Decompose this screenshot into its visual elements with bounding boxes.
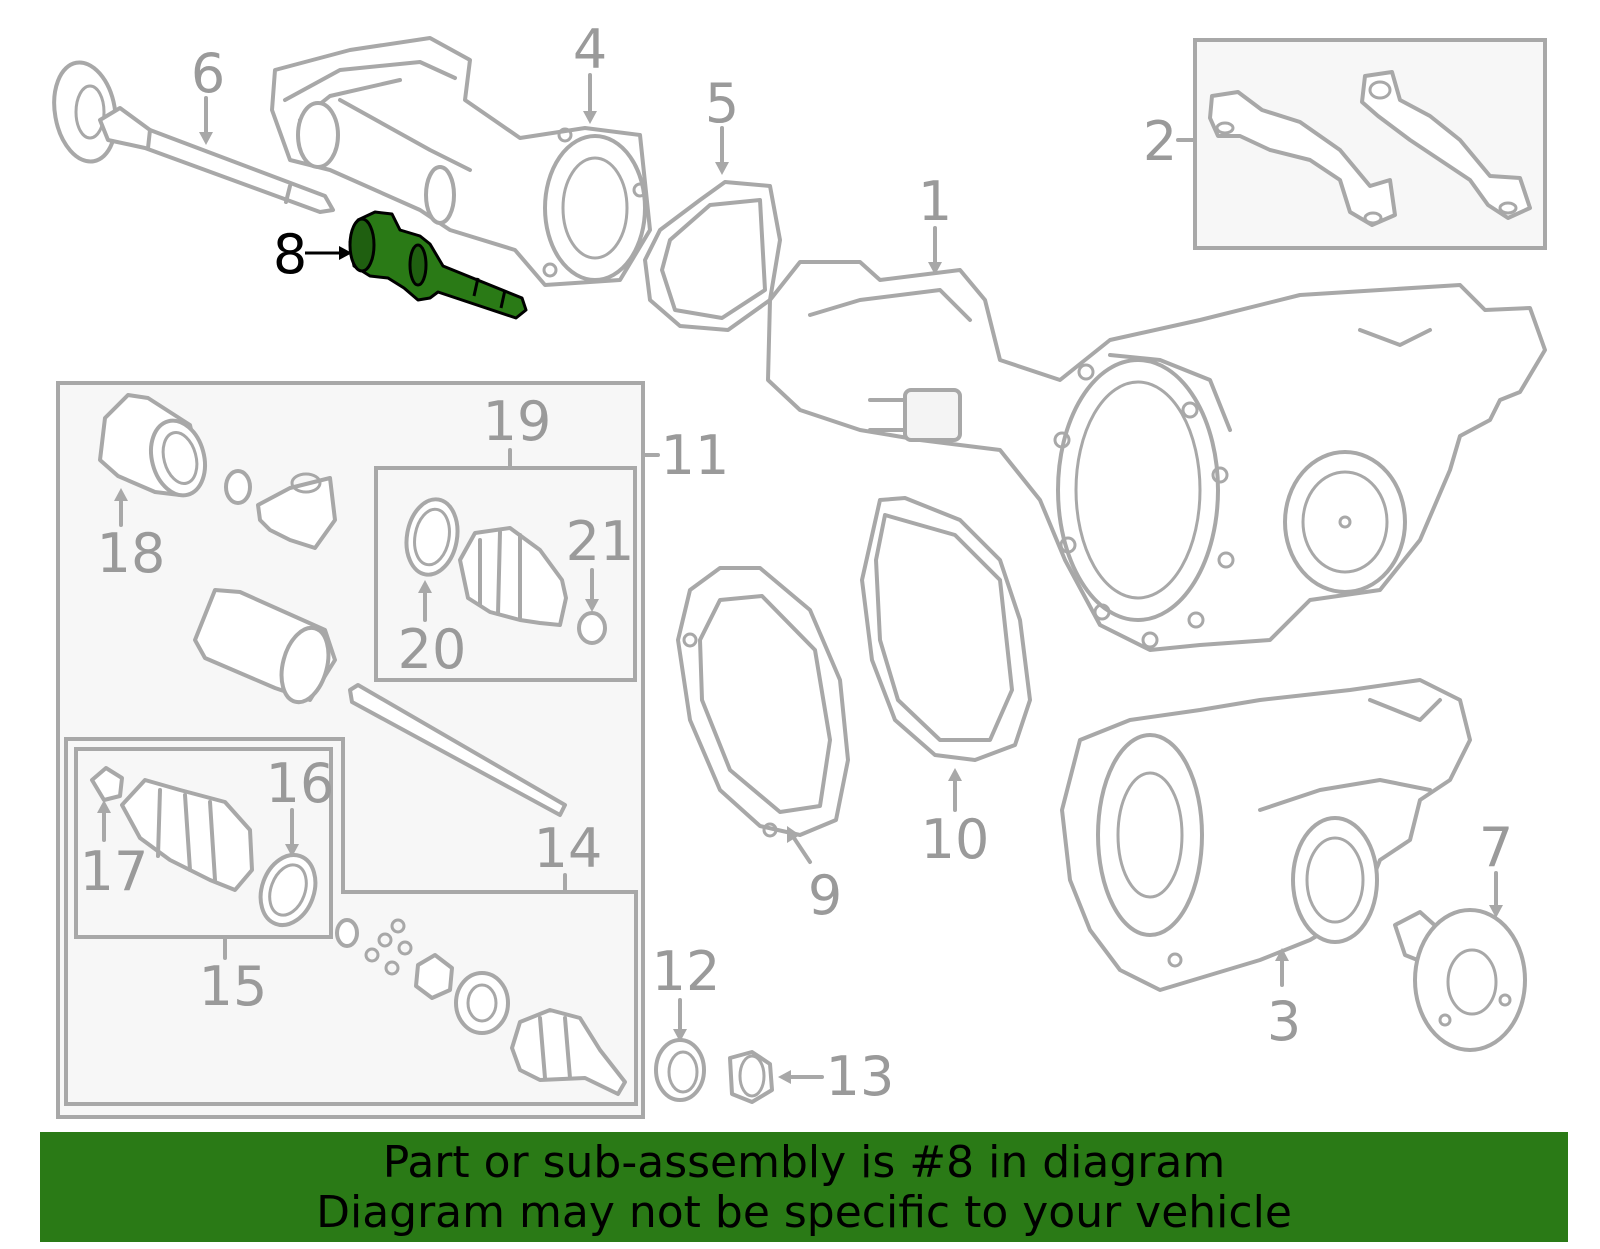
part-19-boot[interactable] <box>401 495 607 645</box>
part-5-gasket[interactable] <box>643 180 782 332</box>
part-1-differential-assembly[interactable] <box>766 260 1547 652</box>
part-ring-and-spider[interactable] <box>224 469 337 550</box>
callout-7: 7 <box>1479 816 1513 879</box>
part-2-brackets[interactable] <box>1208 70 1532 227</box>
part-3-housing[interactable] <box>1060 678 1472 992</box>
part-9-cover[interactable] <box>676 566 850 838</box>
callout-6: 6 <box>191 42 225 105</box>
callout-18: 18 <box>97 522 166 585</box>
banner-line-1: Part or sub-assembly is #8 in diagram <box>382 1137 1226 1188</box>
callout-10: 10 <box>921 808 990 871</box>
part-12-seal[interactable] <box>654 1038 706 1102</box>
info-banner: Part or sub-assembly is #8 in diagram Di… <box>40 1132 1568 1242</box>
callout-20: 20 <box>398 618 467 681</box>
part-7-flange[interactable] <box>1393 908 1527 1052</box>
part-14-cv-joint[interactable] <box>335 918 627 1096</box>
callout-21: 21 <box>566 510 635 573</box>
callout-11: 11 <box>661 424 730 487</box>
callout-4: 4 <box>573 18 607 81</box>
part-6-axle-shaft[interactable] <box>47 58 335 214</box>
callout-5: 5 <box>705 72 739 135</box>
part-10-gasket[interactable] <box>860 496 1032 762</box>
callout-3: 3 <box>1267 990 1301 1053</box>
part-13-nut[interactable] <box>728 1050 774 1104</box>
callout-17: 17 <box>80 840 149 903</box>
callout-8[interactable]: 8 <box>273 223 307 286</box>
callout-12: 12 <box>652 940 721 1003</box>
part-18-housing[interactable] <box>98 393 213 501</box>
banner-line-2: Diagram may not be specific to your vehi… <box>316 1187 1292 1238</box>
callout-1: 1 <box>918 170 952 233</box>
part-14-shaft[interactable] <box>193 588 567 817</box>
callout-2: 2 <box>1143 110 1177 173</box>
callout-15: 15 <box>199 955 268 1018</box>
callout-19: 19 <box>483 390 552 453</box>
callout-13: 13 <box>826 1045 895 1108</box>
part-4-axle-housing[interactable] <box>270 36 652 287</box>
part-15-boot[interactable] <box>90 766 325 933</box>
callout-labels: 1 2 3 4 5 6 7 8 9 10 11 12 13 14 15 16 1… <box>80 18 1514 1108</box>
part-8-highlighted-axle[interactable] <box>348 210 528 320</box>
callout-leaders <box>97 73 1503 1084</box>
callout-14: 14 <box>534 817 603 880</box>
callout-16: 16 <box>266 752 335 815</box>
callout-9: 9 <box>808 864 842 927</box>
